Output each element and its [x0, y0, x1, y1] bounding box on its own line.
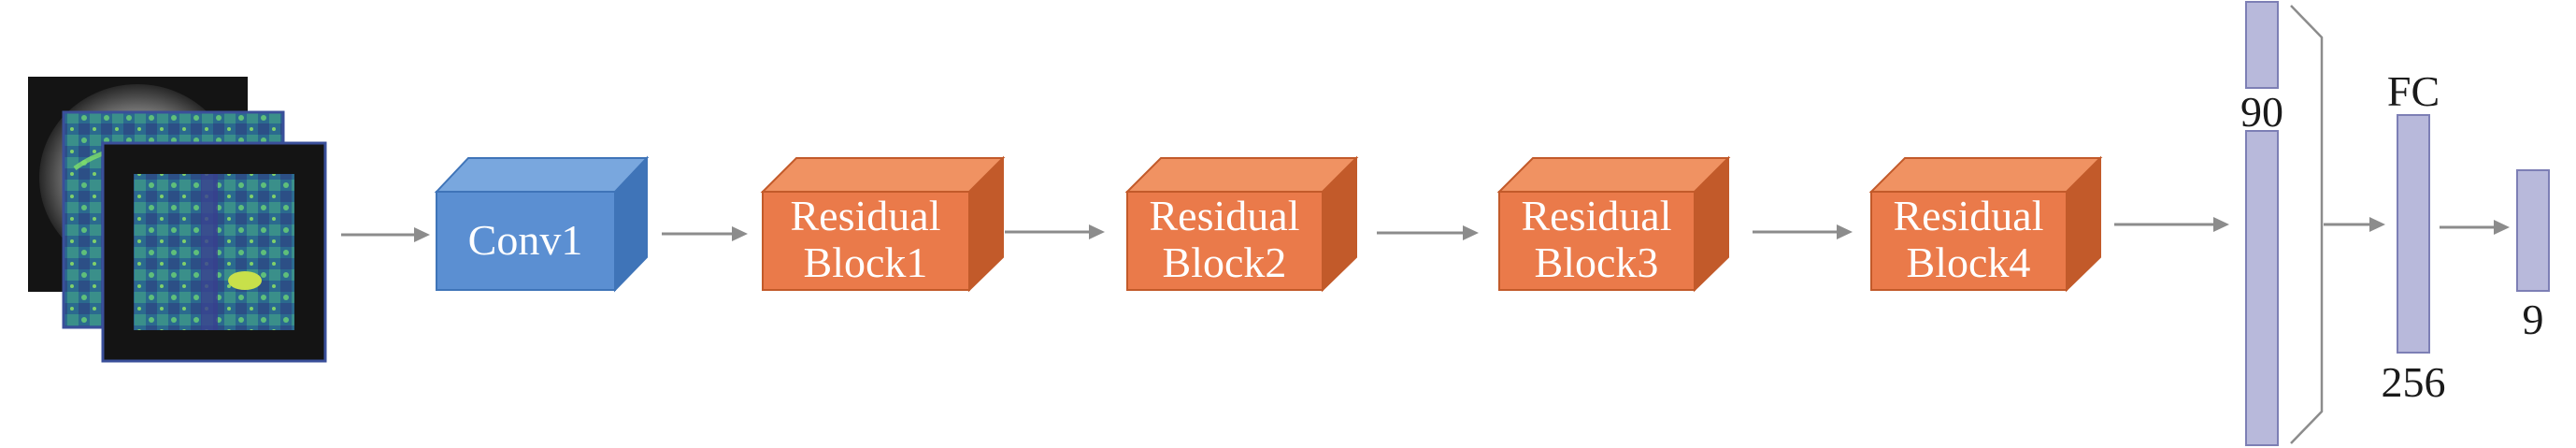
residual-block-2-line2: Block2	[1163, 238, 1287, 286]
arrow-block4-to-flatten	[2114, 217, 2229, 232]
residual-block-2-front	[1126, 191, 1324, 291]
output-size-label: 9	[2523, 296, 2544, 343]
fc-layer: FC 256	[2382, 67, 2446, 406]
input-image-stack	[28, 77, 327, 363]
residual-block-4-top	[1868, 157, 2103, 193]
arrow-block3-to-block4	[1753, 224, 1853, 239]
residual-block-1-line1: Residual	[791, 192, 941, 239]
conv1-label: Conv1	[468, 216, 583, 264]
residual-block-1-top	[760, 157, 1006, 193]
residual-block-4: Residual Block4	[1868, 155, 2103, 293]
flatten-vector-size-label: 90	[2240, 88, 2283, 136]
residual-block-3-top	[1496, 157, 1731, 193]
conv1-block: Conv1	[434, 155, 650, 293]
conv1-block-top	[434, 157, 650, 193]
conv1-block-front	[436, 191, 616, 291]
fc-vector	[2397, 114, 2430, 354]
arrow-conv1-to-block1	[662, 226, 748, 241]
output-layer: 9	[2516, 169, 2550, 343]
arrow-block1-to-block2	[1005, 224, 1105, 239]
residual-block-3-line2: Block3	[1535, 238, 1659, 286]
residual-block-4-line2: Block4	[1907, 238, 2031, 286]
flatten-vector-bottom-segment	[2245, 130, 2279, 446]
residual-block-3-front	[1498, 191, 1696, 291]
flatten-bracket	[2290, 5, 2324, 444]
fc-title: FC	[2387, 67, 2440, 115]
flatten-vector: 90	[2240, 1, 2324, 446]
flatten-vector-top-segment	[2245, 1, 2279, 89]
residual-block-4-line1: Residual	[1894, 192, 2044, 239]
residual-block-3: Residual Block3	[1496, 155, 1731, 293]
residual-block-1-line2: Block1	[804, 238, 928, 286]
output-vector	[2516, 169, 2550, 292]
residual-block-3-line1: Residual	[1522, 192, 1672, 239]
arrow-input-to-conv1	[341, 227, 430, 242]
arrow-block2-to-block3	[1377, 225, 1479, 240]
residual-block-4-front	[1870, 191, 2068, 291]
residual-block-1-front	[762, 191, 970, 291]
arrow-fc-to-output	[2440, 220, 2510, 235]
fc-size-label: 256	[2382, 358, 2446, 406]
heatmap-slice-front	[101, 141, 327, 363]
residual-block-1: Residual Block1	[760, 155, 1006, 293]
residual-block-2-top	[1124, 157, 1359, 193]
arrow-flatten-to-fc	[2324, 217, 2385, 232]
residual-block-2: Residual Block2	[1124, 155, 1359, 293]
residual-block-2-line1: Residual	[1150, 192, 1300, 239]
